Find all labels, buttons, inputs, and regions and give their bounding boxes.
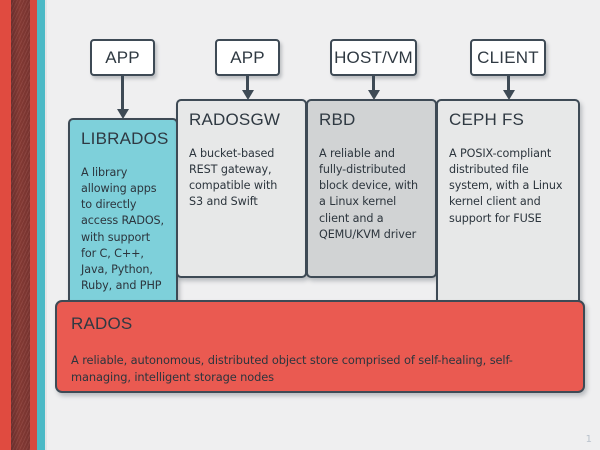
decor-stripe-red-outer [0,0,11,450]
page-number: 1 [585,434,592,445]
panel-title: LIBRADOS [81,129,169,148]
panel-description: A POSIX-compliant distributed file syste… [449,146,563,225]
panel-title: RADOSGW [189,110,281,129]
decor-stripe-teal [37,0,45,450]
foundation-title: RADOS [71,314,133,333]
panel-description: A library allowing apps to directly acce… [81,165,165,293]
arrow-app2-to-radosgw [246,76,249,91]
diagram-canvas: APP APP HOST/VM CLIENT LIBRADOS A librar… [47,0,600,450]
panel-librados[interactable]: LIBRADOS A library allowing apps to dire… [68,118,178,314]
panel-radosgw[interactable]: RADOSGW A bucket-based REST gateway, com… [176,99,307,278]
panel-description: A reliable and fully-distributed block d… [319,146,419,241]
foundation-description: A reliable, autonomous, distributed obje… [71,353,513,384]
client-box-app-1[interactable]: APP [90,39,155,76]
client-box-app-2[interactable]: APP [215,39,280,76]
client-box-host-vm[interactable]: HOST/VM [330,39,417,76]
panel-title: CEPH FS [449,110,525,129]
arrow-app1-to-librados [121,76,124,110]
decor-stripe-maroon-hatched [11,0,30,450]
client-box-label: APP [105,47,140,67]
client-box-label: APP [230,47,265,67]
arrow-hostvm-to-rbd [372,76,375,91]
decor-stripe-red-inner [30,0,37,450]
decor-stripe-separator [45,0,47,450]
panel-description: A bucket-based REST gateway, compatible … [189,146,278,209]
client-box-label: CLIENT [477,47,539,67]
panel-rbd[interactable]: RBD A reliable and fully-distributed blo… [306,99,437,278]
panel-rados-foundation[interactable]: RADOS A reliable, autonomous, distribute… [55,300,585,393]
panel-title: RBD [319,110,356,129]
client-box-client[interactable]: CLIENT [470,39,546,76]
arrow-client-to-cephfs [507,76,510,91]
panel-ceph-fs[interactable]: CEPH FS A POSIX-compliant distributed fi… [436,99,580,315]
client-box-label: HOST/VM [334,47,413,67]
